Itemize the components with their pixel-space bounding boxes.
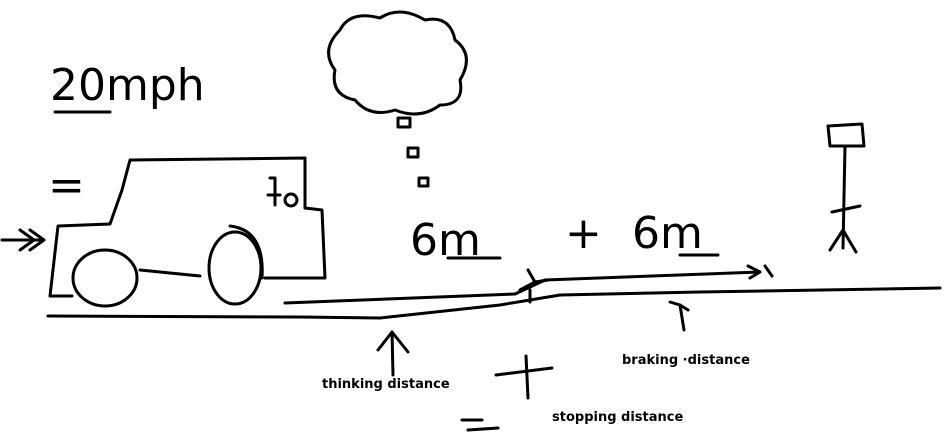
road-line (46, 286, 942, 320)
plus-sign: + (565, 208, 602, 259)
thought-bubble-dot (417, 176, 430, 188)
distance-line (283, 264, 774, 305)
thought-cloud-icon (327, 10, 468, 116)
wheel-arch (228, 224, 264, 280)
car (48, 156, 327, 308)
equals-sign: = (48, 160, 85, 211)
big-plus-sign (494, 354, 554, 400)
car-body (48, 156, 327, 298)
thought-bubble-dot (406, 146, 420, 159)
thinking-arrow-icon (376, 330, 410, 377)
speed-text: 20mph (50, 60, 205, 111)
motion-arrow-icon (0, 228, 46, 252)
thinking-distance-label: thinking distance (322, 377, 450, 392)
stopping-distance-label: stopping distance (552, 410, 684, 425)
pedestrian-icon (826, 122, 866, 254)
big-equals-sign (460, 418, 500, 432)
car-wheel-front (71, 248, 139, 308)
driver-icon (266, 176, 299, 208)
car-wheel-rear (207, 230, 263, 306)
reaction-point-marker (518, 268, 550, 304)
braking-arrow-icon (668, 300, 690, 332)
braking-distance-label: braking ·distance (622, 353, 750, 368)
thought-bubble-dot (396, 116, 412, 129)
braking-value: 6m (632, 208, 703, 259)
